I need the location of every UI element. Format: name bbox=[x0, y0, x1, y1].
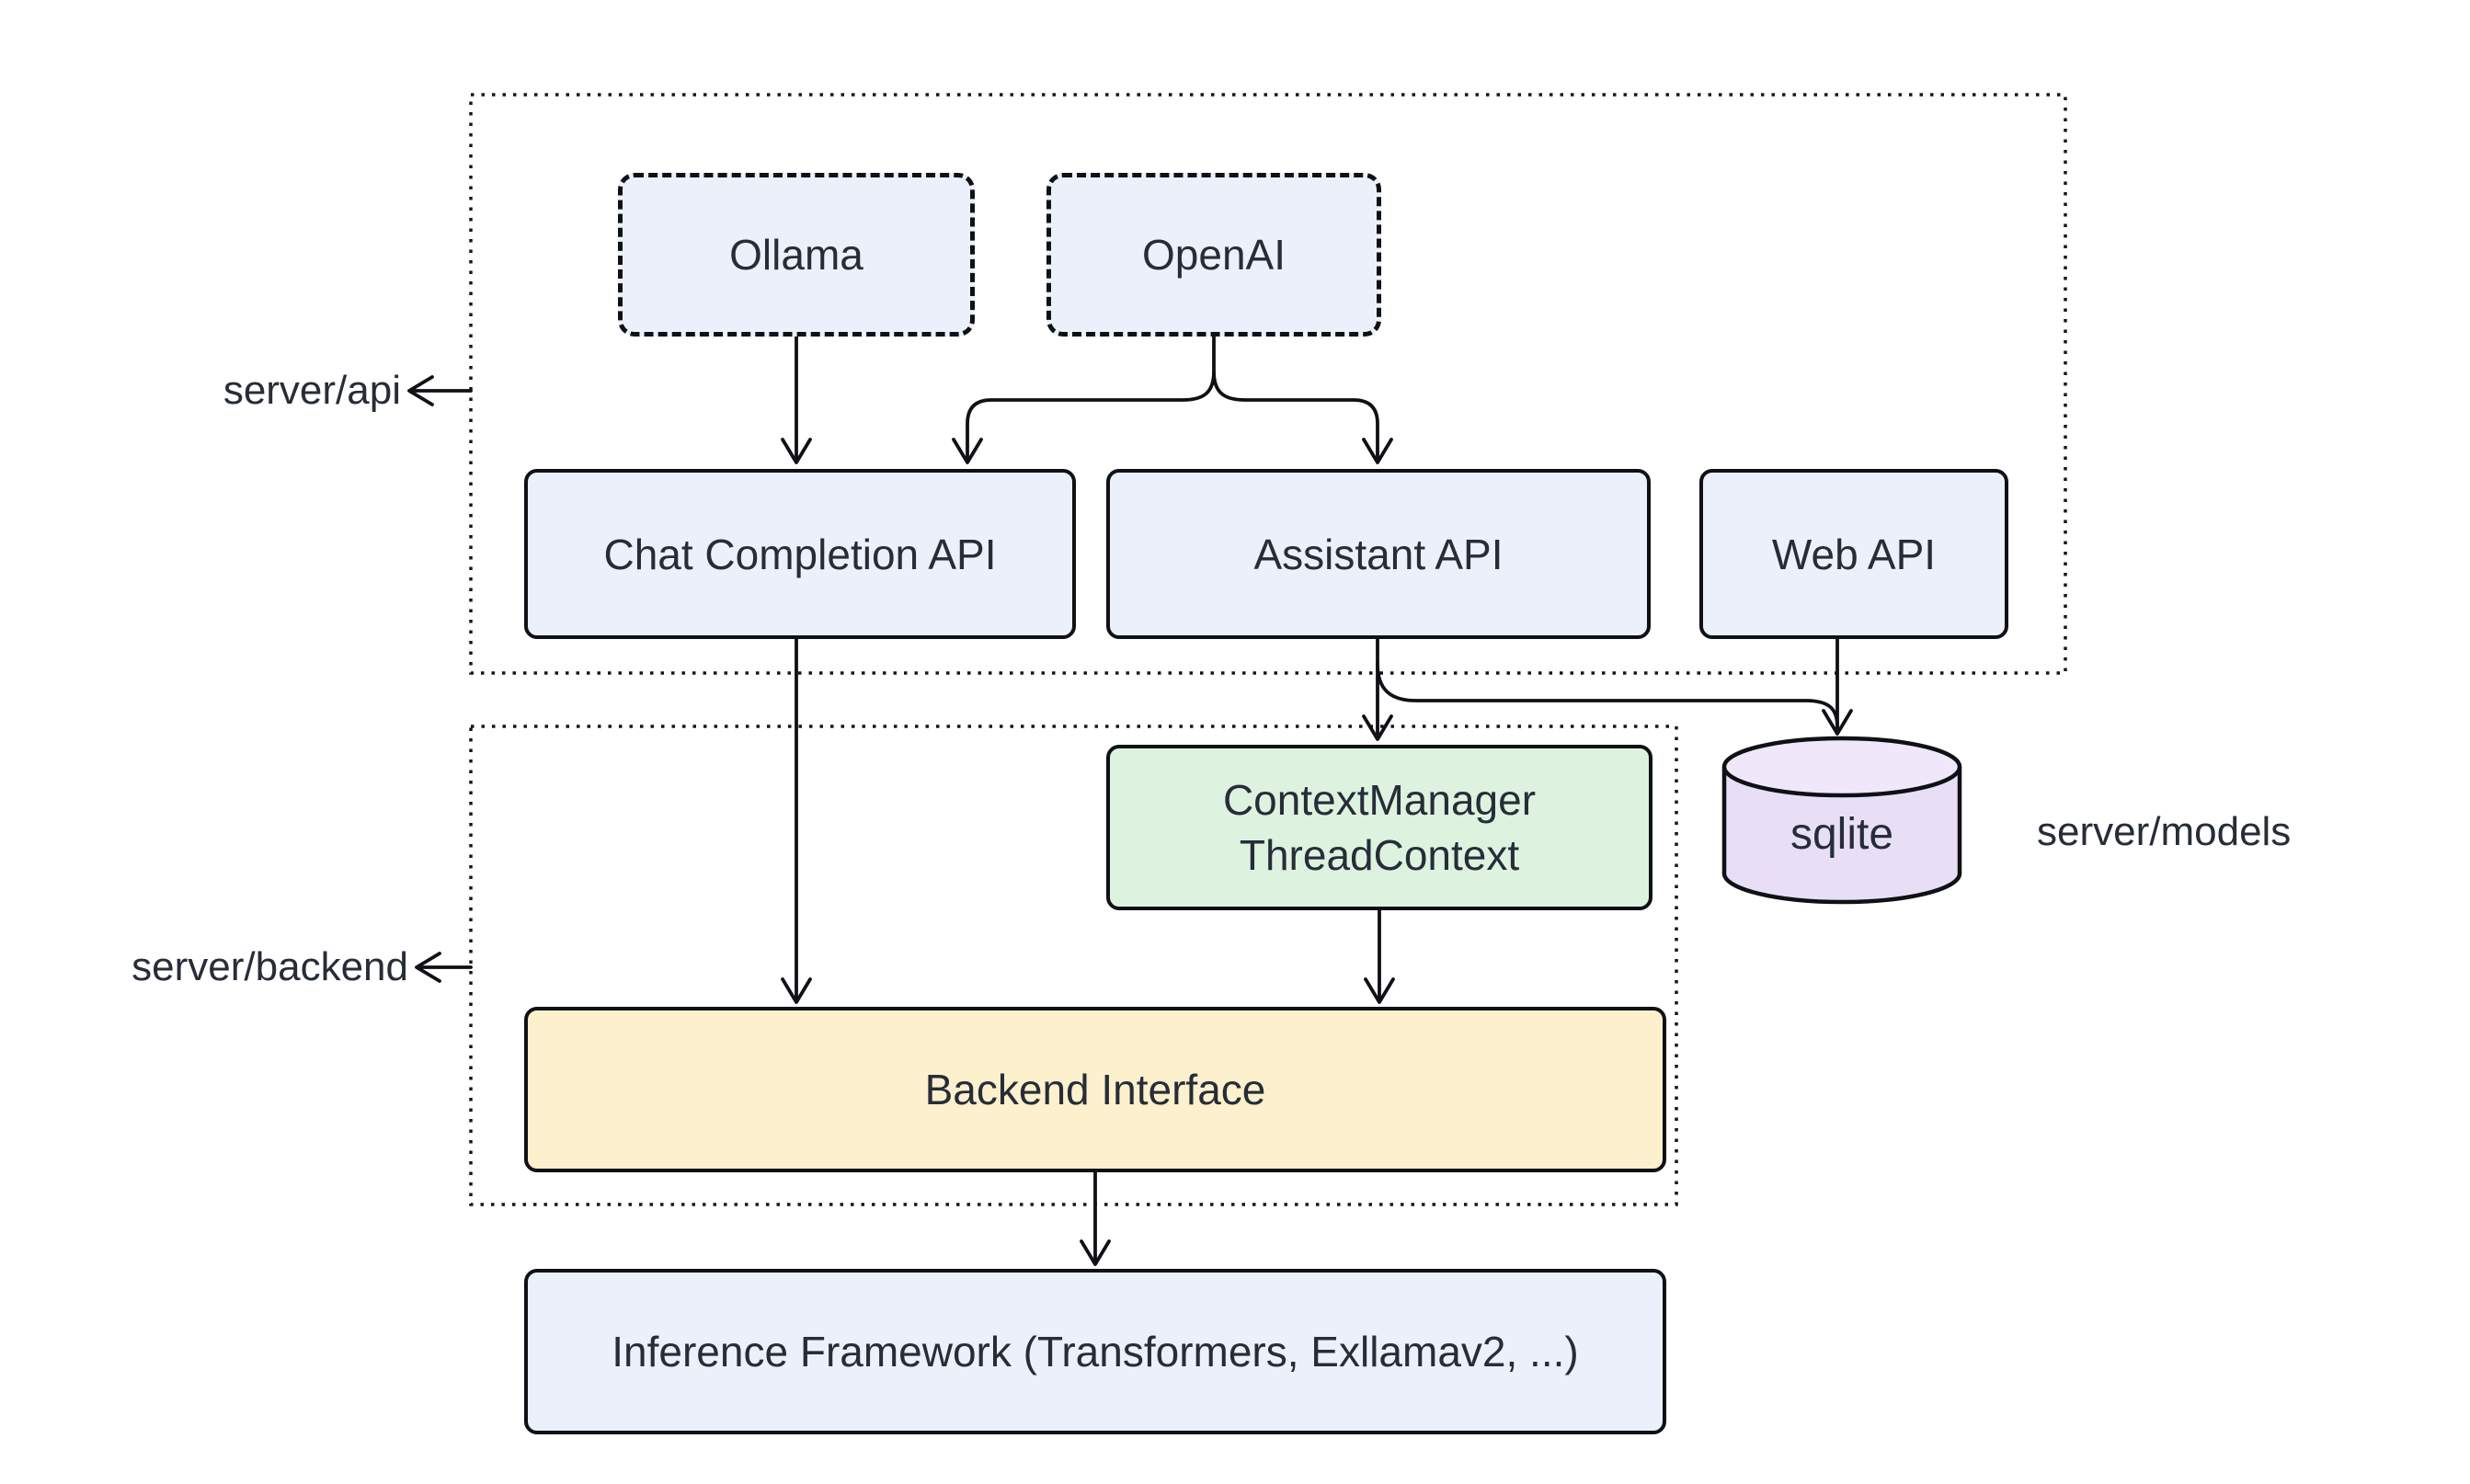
node-sqlite-label: sqlite bbox=[1724, 786, 1960, 883]
edge-openai-to-assistant bbox=[1212, 370, 1393, 464]
context-manager-line2: ThreadContext bbox=[1239, 831, 1520, 879]
node-assistant-api-label: Assistant API bbox=[1253, 530, 1504, 578]
edge-ollama-to-chat bbox=[781, 335, 812, 464]
edge-openai-to-chat bbox=[952, 335, 1216, 464]
node-chat-completion-api: Chat Completion API bbox=[524, 469, 1076, 639]
node-inference-framework-label: Inference Framework (Transformers, Exlla… bbox=[612, 1328, 1579, 1376]
label-server-api: server/api bbox=[33, 359, 401, 423]
node-inference-framework: Inference Framework (Transformers, Exlla… bbox=[524, 1269, 1666, 1434]
edge-web-api-to-sqlite bbox=[1822, 637, 1853, 736]
node-backend-interface-label: Backend Interface bbox=[924, 1066, 1266, 1113]
edge-assistant-to-sqlite bbox=[1376, 662, 1839, 728]
edge-context-manager-to-backend-interface bbox=[1364, 908, 1395, 1004]
label-server-backend-text: server/backend bbox=[132, 944, 408, 989]
node-openai: OpenAI bbox=[1046, 173, 1381, 337]
node-web-api: Web API bbox=[1699, 469, 2008, 639]
label-server-models-text: server/models bbox=[2037, 809, 2292, 854]
container-server-backend-border bbox=[469, 725, 1678, 1206]
edge-label-server-backend bbox=[415, 952, 473, 983]
label-server-api-text: server/api bbox=[223, 368, 401, 413]
node-openai-label: OpenAI bbox=[1142, 231, 1286, 279]
node-assistant-api: Assistant API bbox=[1106, 469, 1651, 639]
node-ollama: Ollama bbox=[618, 173, 975, 337]
node-chat-completion-api-label: Chat Completion API bbox=[603, 530, 997, 578]
node-ollama-label: Ollama bbox=[729, 231, 863, 279]
edge-backend-interface-to-inference bbox=[1080, 1170, 1111, 1266]
label-server-models: server/models bbox=[2037, 800, 2460, 864]
database-sqlite bbox=[1721, 736, 1962, 905]
node-context-manager: ContextManager ThreadContext bbox=[1106, 745, 1652, 910]
node-backend-interface: Backend Interface bbox=[524, 1007, 1666, 1172]
container-server-api-border bbox=[469, 93, 2067, 675]
node-web-api-label: Web API bbox=[1771, 530, 1937, 578]
sqlite-text: sqlite bbox=[1790, 810, 1894, 859]
edge-label-server-api bbox=[407, 375, 473, 406]
edge-assistant-to-context-manager bbox=[1362, 637, 1393, 741]
node-context-manager-label: ContextManager ThreadContext bbox=[1223, 772, 1536, 883]
edge-chat-to-backend-interface bbox=[781, 637, 812, 1004]
context-manager-line1: ContextManager bbox=[1222, 776, 1537, 824]
label-server-backend: server/backend bbox=[40, 935, 408, 999]
